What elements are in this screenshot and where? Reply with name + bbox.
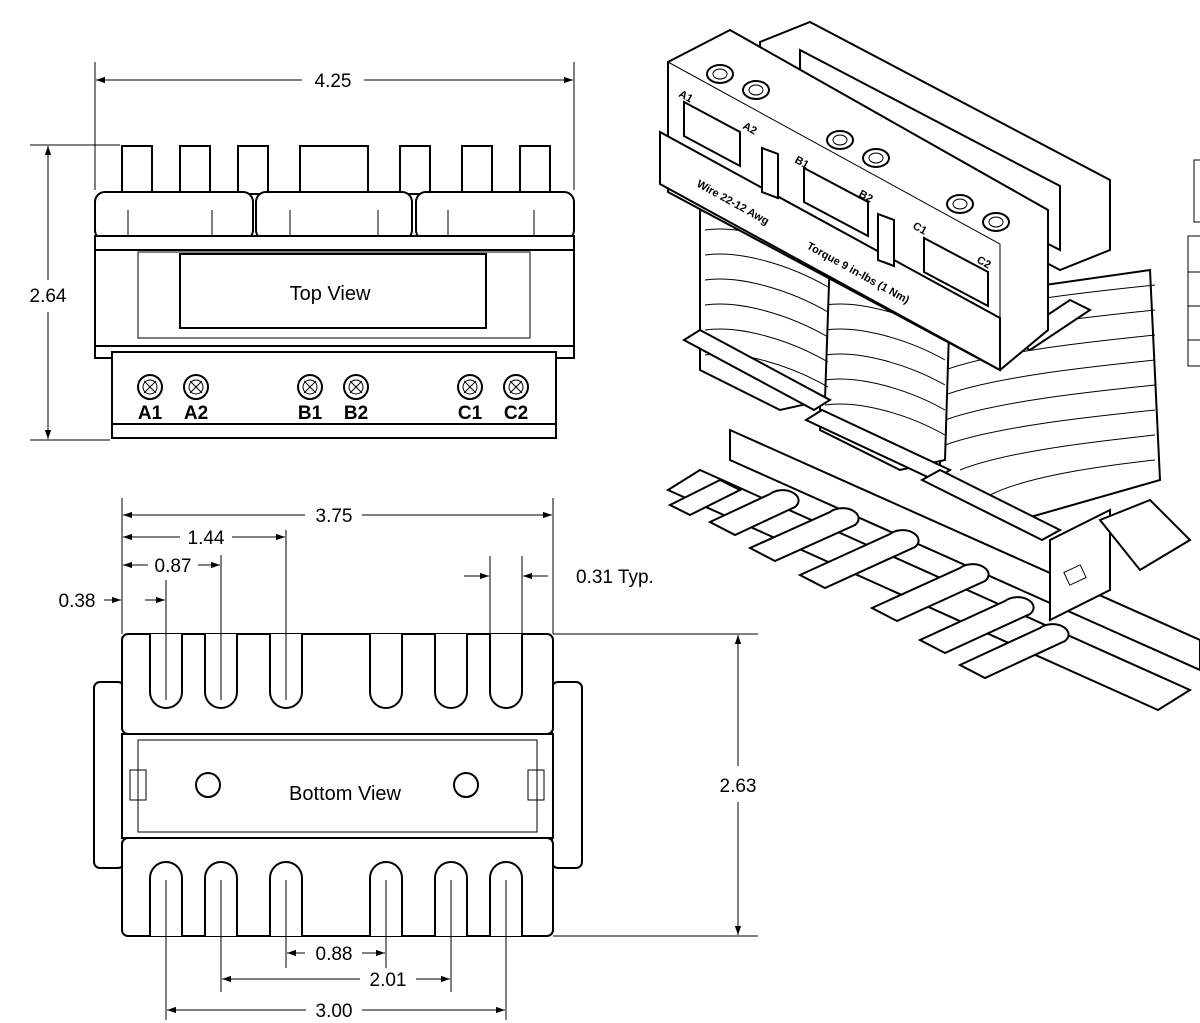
terminal-label: C2 (504, 403, 528, 424)
dim-width-top: 4.25 (315, 71, 352, 92)
dim-width-bottom: 3.75 (316, 506, 353, 527)
terminal-label: A1 (138, 403, 163, 424)
bottom-view-label: Bottom View (289, 783, 401, 805)
top-view-terminal-labels: A1 A2 B1 B2 C1 C2 (138, 403, 528, 424)
top-view-dimensions: 4.25 2.64 (30, 62, 575, 441)
dim-spacing-3: 3.00 (316, 1001, 353, 1022)
dim-height-bottom: 2.63 (720, 776, 757, 797)
top-view-label: Top View (290, 283, 371, 305)
terminal-label: A2 (184, 403, 208, 424)
dim-spacing-1: 0.88 (316, 944, 353, 965)
terminal-label: B1 (298, 403, 323, 424)
iso-terminal-block: A1 A2 B1 B2 C1 C2 Wire 22-12 Awg Torque … (659, 28, 1049, 372)
iso-terminal-label: C2 (975, 254, 993, 271)
isometric-view: A1 A2 B1 B2 C1 C2 Wire 22-12 Awg Torque … (659, 20, 1200, 712)
top-view-screws (137, 374, 529, 400)
iso-terminal-label: C1 (911, 220, 929, 237)
dim-spacing-2: 2.01 (370, 970, 407, 991)
top-view-tabs (121, 145, 551, 195)
dim-offset-3: 0.38 (59, 591, 96, 612)
dim-height-top: 2.64 (30, 286, 67, 307)
terminal-label: B2 (344, 403, 368, 424)
dim-slot-width: 0.31 Typ. (576, 567, 654, 588)
top-view: Top View A1 A2 B1 B2 C1 C2 (94, 145, 575, 439)
iso-terminal-label: B2 (857, 188, 875, 205)
iso-right-edge-frame (1187, 159, 1200, 367)
iso-terminal-label: A1 (677, 88, 695, 105)
dim-offset-2: 0.87 (155, 556, 192, 577)
terminal-label: C1 (458, 403, 483, 424)
iso-mounting-foot (665, 428, 1200, 712)
bottom-view: Bottom View (93, 633, 583, 937)
iso-terminal-label: B1 (793, 154, 811, 171)
bottom-view-dimensions: 3.75 1.44 0.87 0.38 0.31 Typ. 2.63 0.88 (59, 498, 758, 1022)
iso-terminal-label: A2 (741, 120, 759, 137)
dim-offset-1: 1.44 (188, 528, 225, 549)
